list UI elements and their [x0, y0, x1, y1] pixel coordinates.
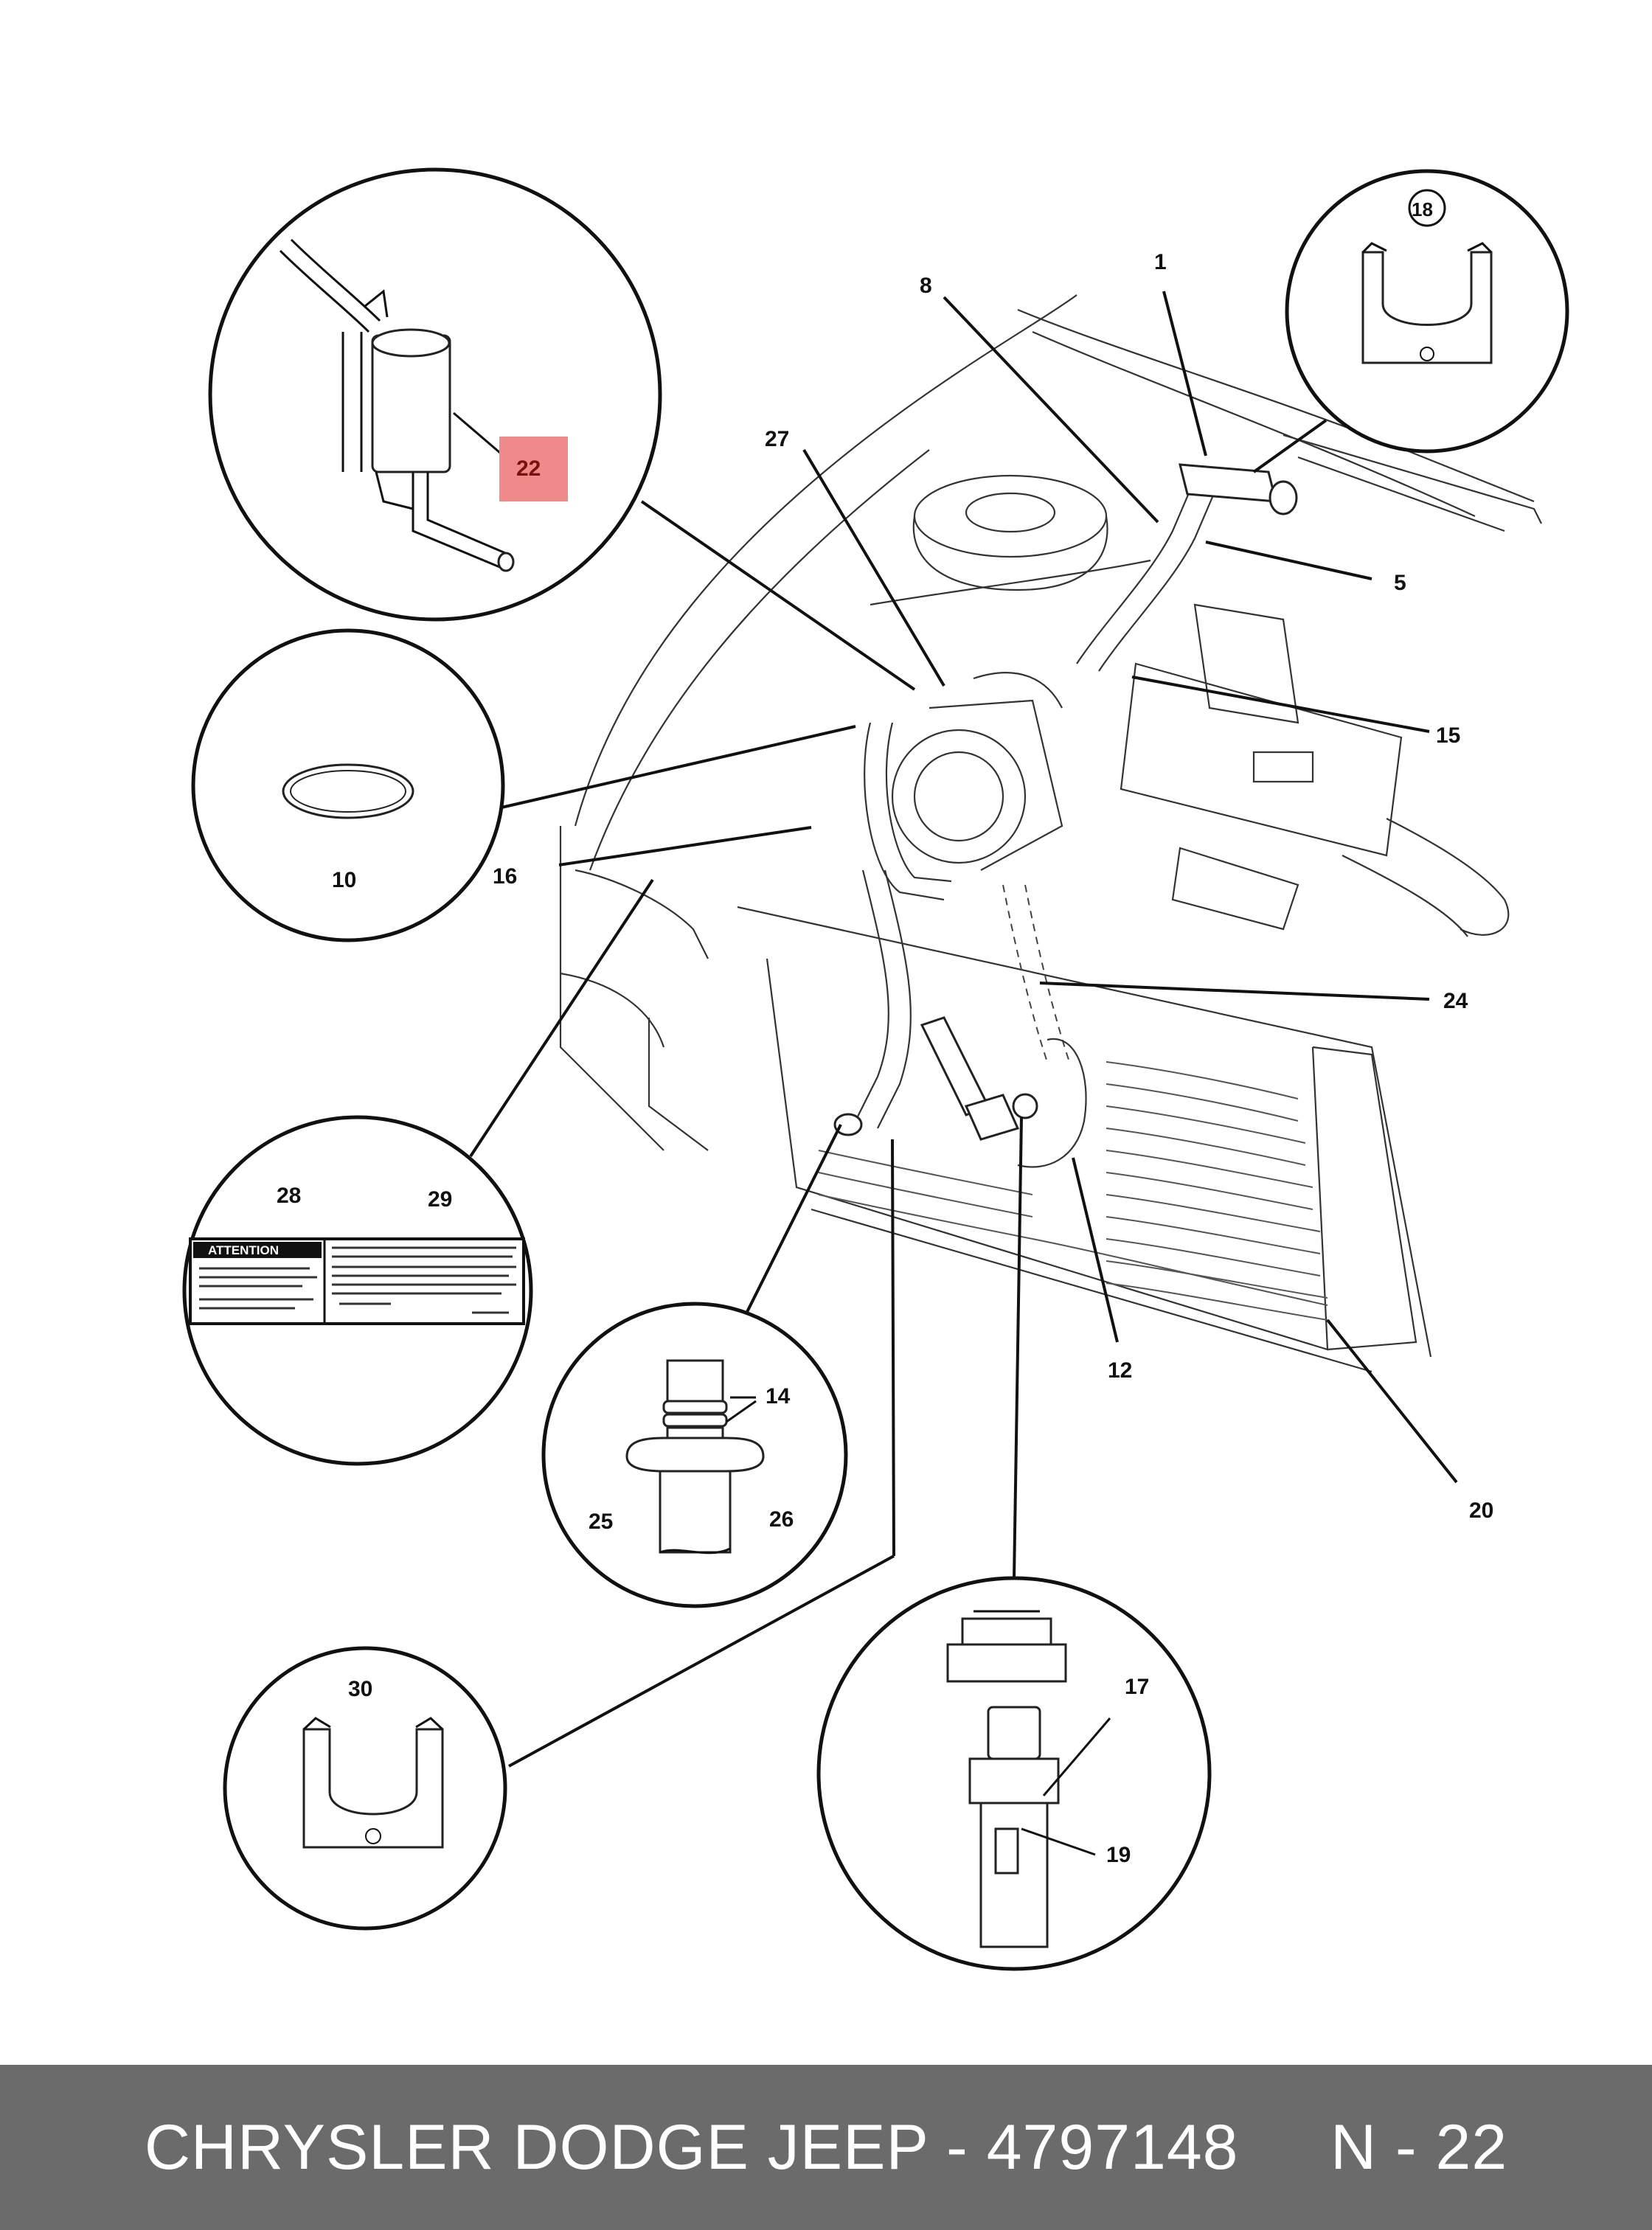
label-fine-print — [199, 1246, 516, 1314]
callout-1: 1 — [1154, 250, 1167, 274]
callout-8: 8 — [920, 274, 932, 298]
callout-12: 12 — [1108, 1358, 1132, 1383]
callout-28: 28 — [277, 1184, 301, 1208]
footer-bar: CHRYSLER DODGE JEEP - 4797148 N - 22 — [0, 2065, 1652, 2230]
callouts: 1 8 5 15 27 10 16 24 12 20 28 29 14 25 2… — [277, 198, 1493, 1867]
parts-diagram: ATTENTION — [182, 167, 1569, 1971]
detail-clip-18 — [1285, 169, 1569, 454]
engine-bay-sketch — [559, 294, 1542, 1373]
leader-lines — [469, 291, 1458, 1768]
detail-o-ring — [191, 628, 505, 942]
callout-16: 16 — [493, 864, 517, 889]
callout-15: 15 — [1436, 723, 1460, 748]
detail-clip-30 — [223, 1646, 507, 1931]
callout-18: 18 — [1412, 198, 1433, 220]
callout-5: 5 — [1394, 571, 1406, 595]
callout-30: 30 — [348, 1677, 372, 1701]
callout-24: 24 — [1443, 989, 1468, 1013]
part-number-caption: CHRYSLER DODGE JEEP - 4797148 N - 22 — [144, 2111, 1508, 2183]
condenser-fins — [818, 1061, 1328, 1321]
callout-25: 25 — [589, 1510, 613, 1534]
callout-29: 29 — [428, 1187, 452, 1212]
detail-pressure-switch — [816, 1576, 1212, 1971]
callout-20: 20 — [1469, 1498, 1493, 1523]
callout-14: 14 — [766, 1384, 791, 1408]
detail-label: ATTENTION — [182, 1115, 533, 1466]
callout-27: 27 — [765, 427, 789, 451]
callout-17: 17 — [1125, 1675, 1149, 1699]
callout-22: 22 — [516, 456, 541, 481]
detail-fitting — [541, 1302, 848, 1608]
callout-26: 26 — [769, 1507, 794, 1532]
callout-10: 10 — [332, 868, 356, 892]
label-attention: ATTENTION — [208, 1243, 279, 1257]
highlight-22 — [499, 437, 568, 501]
detail-accumulator — [208, 167, 662, 622]
callout-19: 19 — [1106, 1843, 1131, 1867]
